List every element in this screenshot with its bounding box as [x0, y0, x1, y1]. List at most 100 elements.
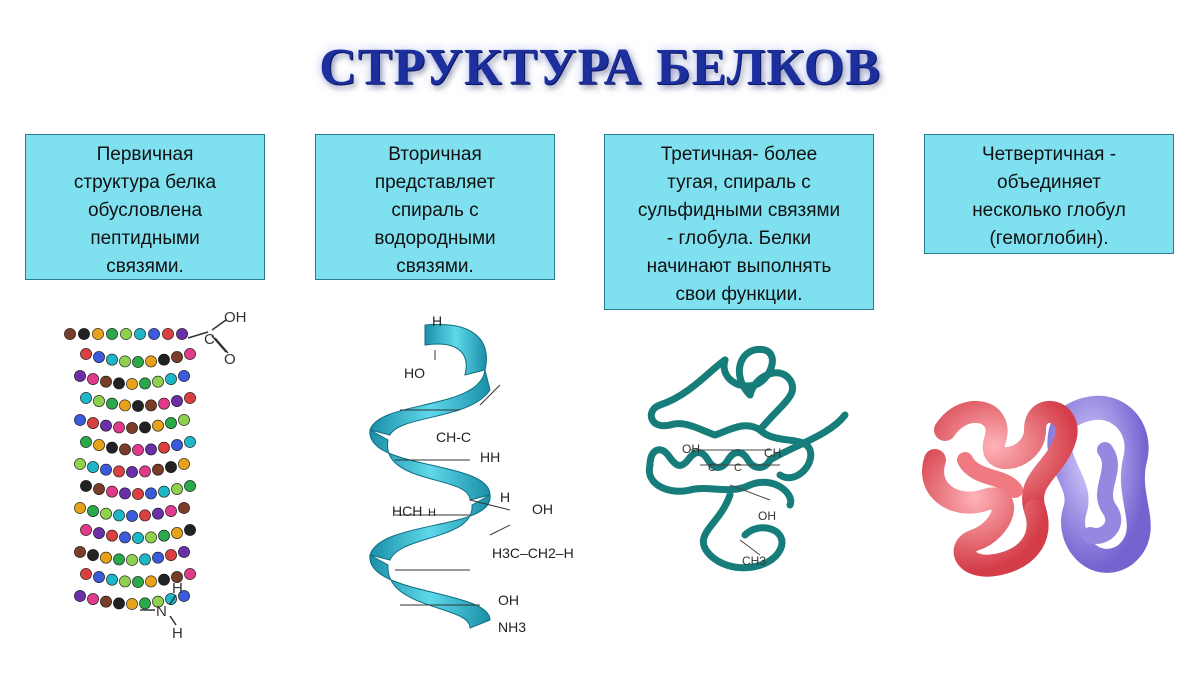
primary-structure-box: Первичная структура белка обусловлена пе… — [25, 134, 265, 280]
tertiary-structure-box: Третичная- более тугая, спираль с сульфи… — [604, 134, 874, 310]
helix-ch-c: CH-C — [436, 429, 471, 445]
amino-acid-bead — [171, 395, 183, 407]
amino-acid-bead — [126, 598, 138, 610]
helix-oh-right: OH — [532, 501, 553, 517]
amino-acid-bead — [152, 463, 164, 476]
amino-acid-bead — [80, 392, 92, 404]
amino-acid-bead — [74, 590, 86, 602]
secondary-structure-box: Вторичная представляет спираль с водород… — [315, 134, 555, 280]
amino-acid-bead — [113, 597, 125, 610]
amino-acid-bead — [145, 443, 157, 456]
amino-acid-bead — [74, 370, 86, 382]
amino-acid-bead — [178, 546, 190, 558]
amino-acid-bead — [87, 549, 99, 561]
amino-acid-bead — [74, 458, 86, 470]
tertiary-c2: C — [734, 462, 742, 474]
amino-acid-bead — [178, 590, 190, 602]
amino-acid-bead — [132, 356, 144, 368]
amino-acid-bead — [78, 328, 90, 340]
amino-acid-bead — [184, 392, 196, 404]
amino-acid-bead — [64, 328, 76, 340]
blue-globule — [1047, 395, 1151, 573]
amino-acid-bead — [87, 373, 99, 385]
helix-h-top: H — [432, 313, 442, 329]
amino-acid-bead — [165, 593, 177, 605]
amino-acid-bead — [87, 505, 99, 517]
tertiary-ch: CH — [764, 446, 781, 460]
helix-oh-bottom: OH — [498, 592, 519, 608]
amino-acid-bead — [158, 485, 170, 498]
tertiary-structure-diagram: OH CH C C OH CH3 — [645, 346, 849, 572]
amino-acid-bead — [106, 441, 118, 454]
amino-acid-bead — [132, 532, 144, 544]
carboxyl-o-label: O — [224, 351, 236, 368]
amino-acid-bead — [106, 485, 118, 498]
amino-acid-bead — [152, 507, 164, 520]
amino-acid-bead — [119, 355, 131, 368]
helix-hh: HH — [480, 449, 500, 465]
amino-acid-bead — [126, 422, 138, 434]
amino-acid-bead — [158, 529, 170, 542]
amino-acid-bead — [87, 417, 99, 429]
amino-acid-bead — [106, 529, 118, 542]
amino-acid-bead — [93, 351, 105, 363]
amino-acid-bead — [178, 414, 190, 426]
amino-acid-bead — [100, 551, 112, 564]
tertiary-ribbon — [645, 346, 849, 572]
carboxyl-c-label: C — [204, 331, 215, 348]
amino-acid-bead — [119, 443, 131, 456]
amino-acid-bead — [165, 373, 177, 385]
amino-acid-bead — [184, 480, 196, 492]
amino-acid-bead — [87, 593, 99, 605]
amino-acid-bead — [158, 397, 170, 410]
amino-acid-bead — [165, 417, 177, 429]
primary-structure-diagram: C OH O N H H — [64, 309, 247, 642]
tertiary-c1: C — [708, 462, 716, 474]
amino-acid-bead — [171, 527, 183, 539]
amino-acid-bead — [171, 351, 183, 363]
tertiary-oh: OH — [682, 442, 700, 456]
amino-acid-bead — [74, 546, 86, 558]
amino-acid-bead — [100, 507, 112, 520]
amino-acid-bead — [152, 419, 164, 432]
amino-acid-bead — [132, 576, 144, 588]
amino-acid-bead — [162, 328, 174, 340]
amino-acid-bead — [119, 531, 131, 544]
amino-acid-bead — [106, 353, 118, 366]
quaternary-structure-box: Четвертичная - объединяет несколько глоб… — [924, 134, 1174, 254]
helix-h-mid: H — [500, 489, 510, 505]
tertiary-oh2: OH — [758, 509, 776, 523]
amino-acid-bead — [120, 328, 132, 340]
amino-acid-bead — [132, 400, 144, 412]
helix-side-chain: H3C–CH2–H — [492, 545, 574, 561]
page-title: СТРУКТУРА БЕЛКОВ — [319, 39, 881, 96]
amino-acid-bead — [158, 573, 170, 586]
amino-acid-bead — [145, 531, 157, 544]
amino-acid-bead — [139, 377, 151, 390]
amino-acid-bead — [113, 377, 125, 390]
amino-acid-bead — [93, 483, 105, 495]
amino-acid-bead — [93, 439, 105, 451]
amino-acid-bead — [126, 466, 138, 478]
amino-acid-bead — [145, 399, 157, 412]
amino-acid-bead — [93, 571, 105, 583]
amino-acid-bead — [184, 568, 196, 580]
quaternary-structure-diagram — [922, 395, 1151, 577]
amino-acid-bead — [152, 551, 164, 564]
amino-acid-bead — [106, 397, 118, 410]
amino-acid-bead — [176, 328, 188, 340]
amino-acid-bead — [139, 421, 151, 434]
amino-acid-bead — [74, 502, 86, 514]
amino-acid-bead — [100, 375, 112, 388]
amino-h2-label: H — [172, 625, 183, 642]
amino-acid-bead — [119, 575, 131, 588]
amino-acid-bead — [139, 597, 151, 610]
amino-acid-bead — [126, 554, 138, 566]
amino-acid-bead — [152, 595, 164, 608]
helix-ho: HO — [404, 365, 425, 381]
amino-acid-bead — [178, 370, 190, 382]
amino-acid-bead — [178, 502, 190, 514]
amino-acid-bead — [126, 378, 138, 390]
amino-acid-bead — [92, 328, 104, 340]
amino-acid-bead — [113, 421, 125, 434]
